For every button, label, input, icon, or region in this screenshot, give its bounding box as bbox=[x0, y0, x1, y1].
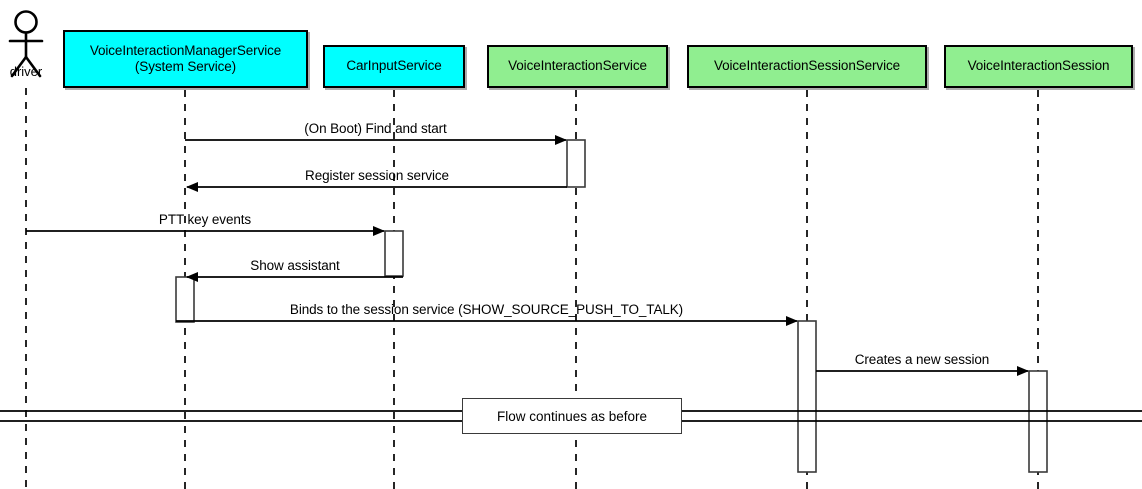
message-label-register-session-service: Register session service bbox=[305, 168, 449, 183]
message-label-ptt-key-events: PTT key events bbox=[158, 212, 252, 227]
participant-label-vis: VoiceInteractionService bbox=[508, 58, 647, 74]
activation-cis bbox=[384, 230, 404, 277]
participant-label-vsess: VoiceInteractionSession bbox=[967, 58, 1110, 74]
message-label-show-assistant: Show assistant bbox=[250, 258, 340, 273]
activation-vis bbox=[566, 139, 586, 188]
message-label-binds-to-session-service: Binds to the session service (SHOW_SOURC… bbox=[289, 302, 684, 317]
actor-driver-label: driver bbox=[9, 64, 43, 79]
message-label-on-boot-find-and-start: (On Boot) Find and start bbox=[304, 121, 447, 136]
message-label-creates-a-new-session: Creates a new session bbox=[854, 352, 990, 367]
activation-bars bbox=[175, 139, 1048, 473]
message-arrows bbox=[26, 135, 1029, 376]
participant-box-voiceinteractionservice[interactable]: VoiceInteractionService bbox=[487, 45, 668, 88]
flow-gap-note-label: Flow continues as before bbox=[496, 408, 648, 424]
participant-label-vims: VoiceInteractionManagerService (System S… bbox=[89, 42, 282, 74]
flow-gap-note: Flow continues as before bbox=[462, 398, 682, 434]
participant-box-voiceinteractionmanagerservice[interactable]: VoiceInteractionManagerService (System S… bbox=[63, 30, 308, 88]
participant-box-carinputservice[interactable]: CarInputService bbox=[323, 45, 465, 88]
actor-driver-icon bbox=[8, 10, 44, 78]
participant-label-cis: CarInputService bbox=[346, 58, 442, 74]
activation-viss bbox=[797, 320, 817, 473]
participant-label-viss: VoiceInteractionSessionService bbox=[713, 58, 901, 74]
participant-box-voiceinteractionsession[interactable]: VoiceInteractionSession bbox=[944, 45, 1133, 88]
activation-vims bbox=[175, 276, 195, 323]
participant-box-voiceinteractionsessionservice[interactable]: VoiceInteractionSessionService bbox=[687, 45, 927, 88]
